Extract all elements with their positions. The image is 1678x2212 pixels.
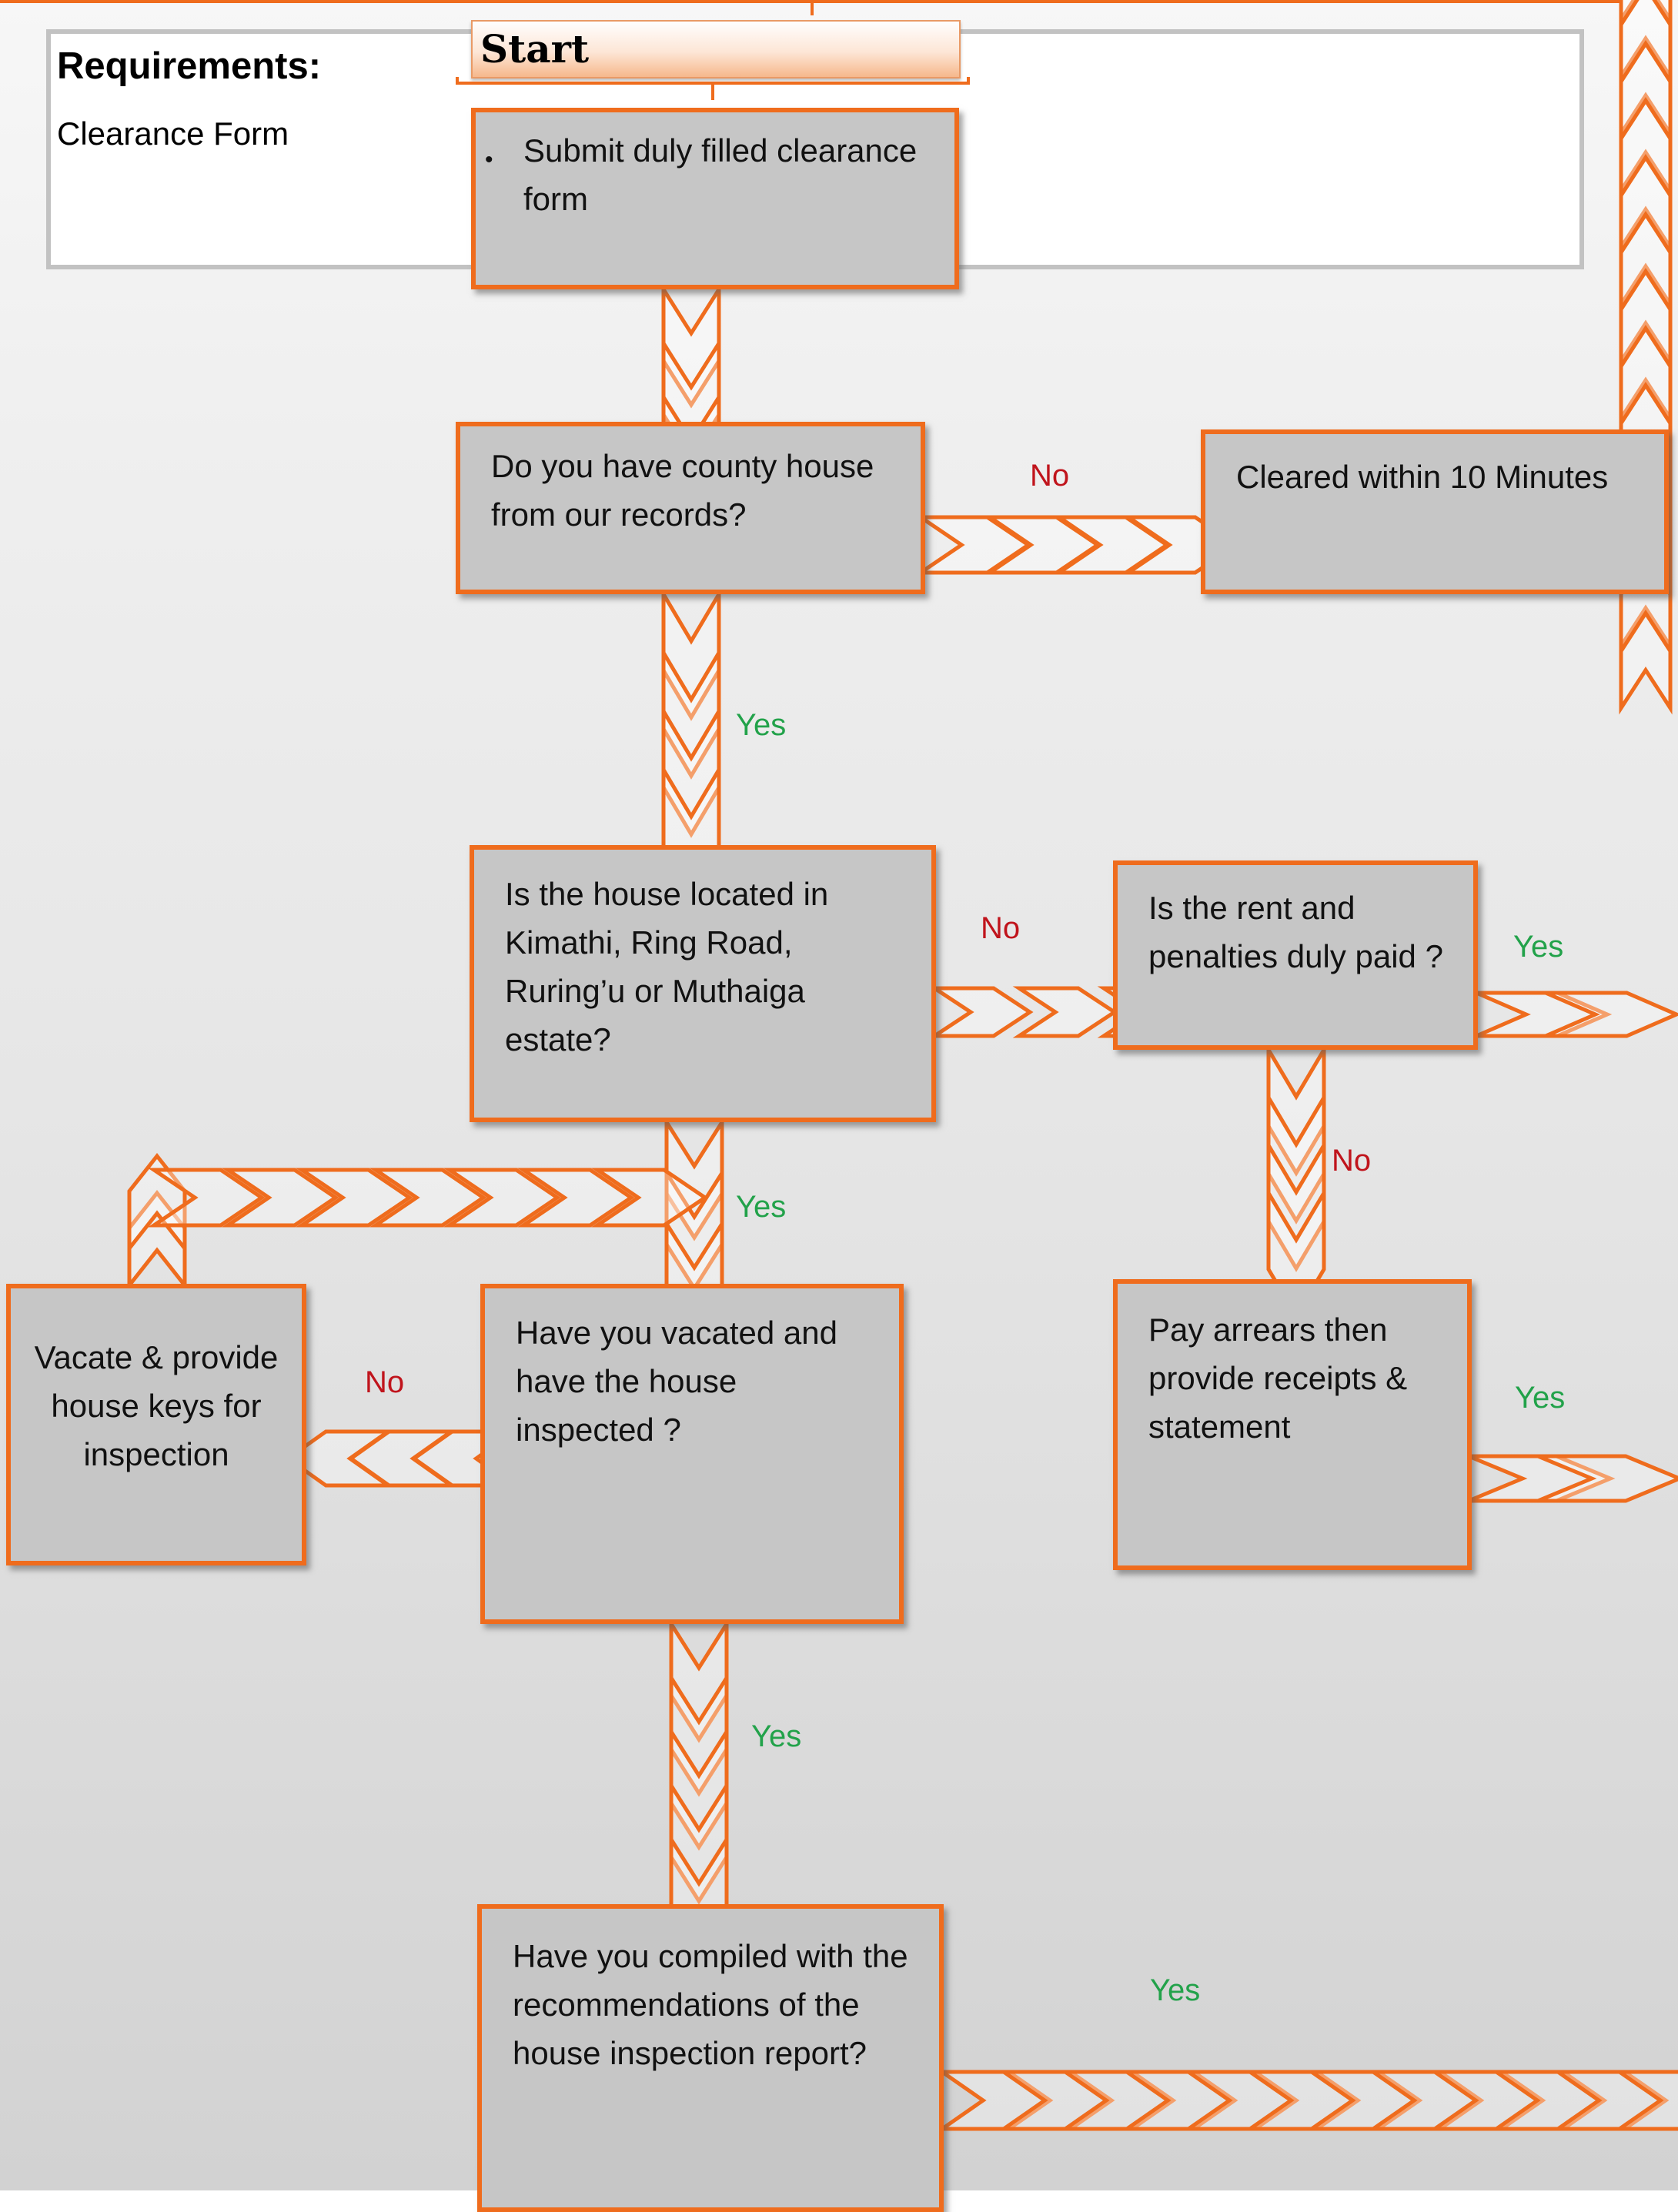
node-vacate-keys-text: Vacate & provide house keys for inspecti… (34, 1339, 279, 1472)
node-estate: Is the house located in Kimathi, Ring Ro… (470, 845, 936, 1122)
node-pay-arrears: Pay arrears then provide receipts & stat… (1113, 1279, 1472, 1570)
arrow-complied-yes-chevron-12 (1613, 2070, 1678, 2131)
label-county-no: No (1030, 459, 1070, 493)
arrow-right-spine-chevron-13 (1619, 0, 1673, 32)
node-complied: Have you compiled with the recommendatio… (477, 1904, 944, 2212)
node-county-house-text: Do you have county house from our record… (491, 448, 874, 533)
arrow-vacate-return-right-chevron-2 (221, 1168, 339, 1228)
node-county-house: Do you have county house from our record… (456, 422, 925, 594)
node-cleared: Cleared within 10 Minutes (1201, 429, 1669, 594)
label-vacated-yes: Yes (751, 1719, 802, 1753)
arrow-vacated-no-chevron-3 (284, 1429, 394, 1488)
node-cleared-text: Cleared within 10 Minutes (1236, 459, 1609, 495)
node-complied-text: Have you compiled with the recommendatio… (513, 1938, 908, 2071)
node-rent-paid: Is the rent and penalties duly paid ? (1113, 860, 1478, 1050)
arrow-rent-yes-chevron-2 (1545, 991, 1678, 1038)
arrow-estate-no-chevron-2 (1012, 986, 1118, 1038)
requirements-item: Clearance Form (57, 115, 289, 152)
label-complied-yes: Yes (1150, 1973, 1201, 2007)
node-rent-paid-text: Is the rent and penalties duly paid ? (1148, 890, 1443, 974)
arrow-vacate-return-right-chevron-5 (443, 1168, 561, 1228)
arrow-vacate-return-right-chevron-4 (369, 1168, 487, 1228)
label-estate-no: No (981, 911, 1021, 945)
node-pay-arrears-text: Pay arrears then provide receipts & stat… (1148, 1311, 1408, 1445)
node-estate-text: Is the house located in Kimathi, Ring Ro… (505, 876, 829, 1058)
label-arrears-yes: Yes (1515, 1381, 1566, 1415)
label-estate-yes: Yes (736, 1190, 787, 1224)
start-bracket (456, 77, 970, 85)
arrow-arrears-yes-chevron-2 (1537, 1454, 1678, 1503)
bullet-icon: • (485, 147, 493, 172)
start-bracket-tick (711, 85, 714, 100)
node-submit-text: Submit duly filled clearance form (523, 132, 918, 217)
arrow-vacate-return-right-chevron-6 (516, 1168, 635, 1228)
node-vacate-keys: Vacate & provide house keys for inspecti… (6, 1284, 306, 1565)
node-vacated: Have you vacated and have the house insp… (480, 1284, 904, 1624)
label-county-yes: Yes (736, 708, 787, 742)
label-vacated-no: No (365, 1365, 405, 1399)
label-rent-no: No (1332, 1144, 1372, 1178)
start-label: Start (480, 26, 590, 72)
start-banner: Start (471, 20, 961, 79)
node-vacated-text: Have you vacated and have the house insp… (516, 1315, 837, 1448)
top-rule-tick (811, 0, 814, 15)
node-submit: • Submit duly filled clearance form (471, 108, 959, 289)
arrow-estate-no-chevron-1 (928, 986, 1034, 1038)
label-rent-yes: Yes (1513, 930, 1564, 964)
arrow-vacate-return-right-chevron-3 (295, 1168, 413, 1228)
arrow-vacate-return-right-chevron-7 (590, 1168, 709, 1228)
arrow-vacate-return-right-chevron-1 (147, 1168, 266, 1228)
requirements-title: Requirements: (57, 45, 322, 87)
